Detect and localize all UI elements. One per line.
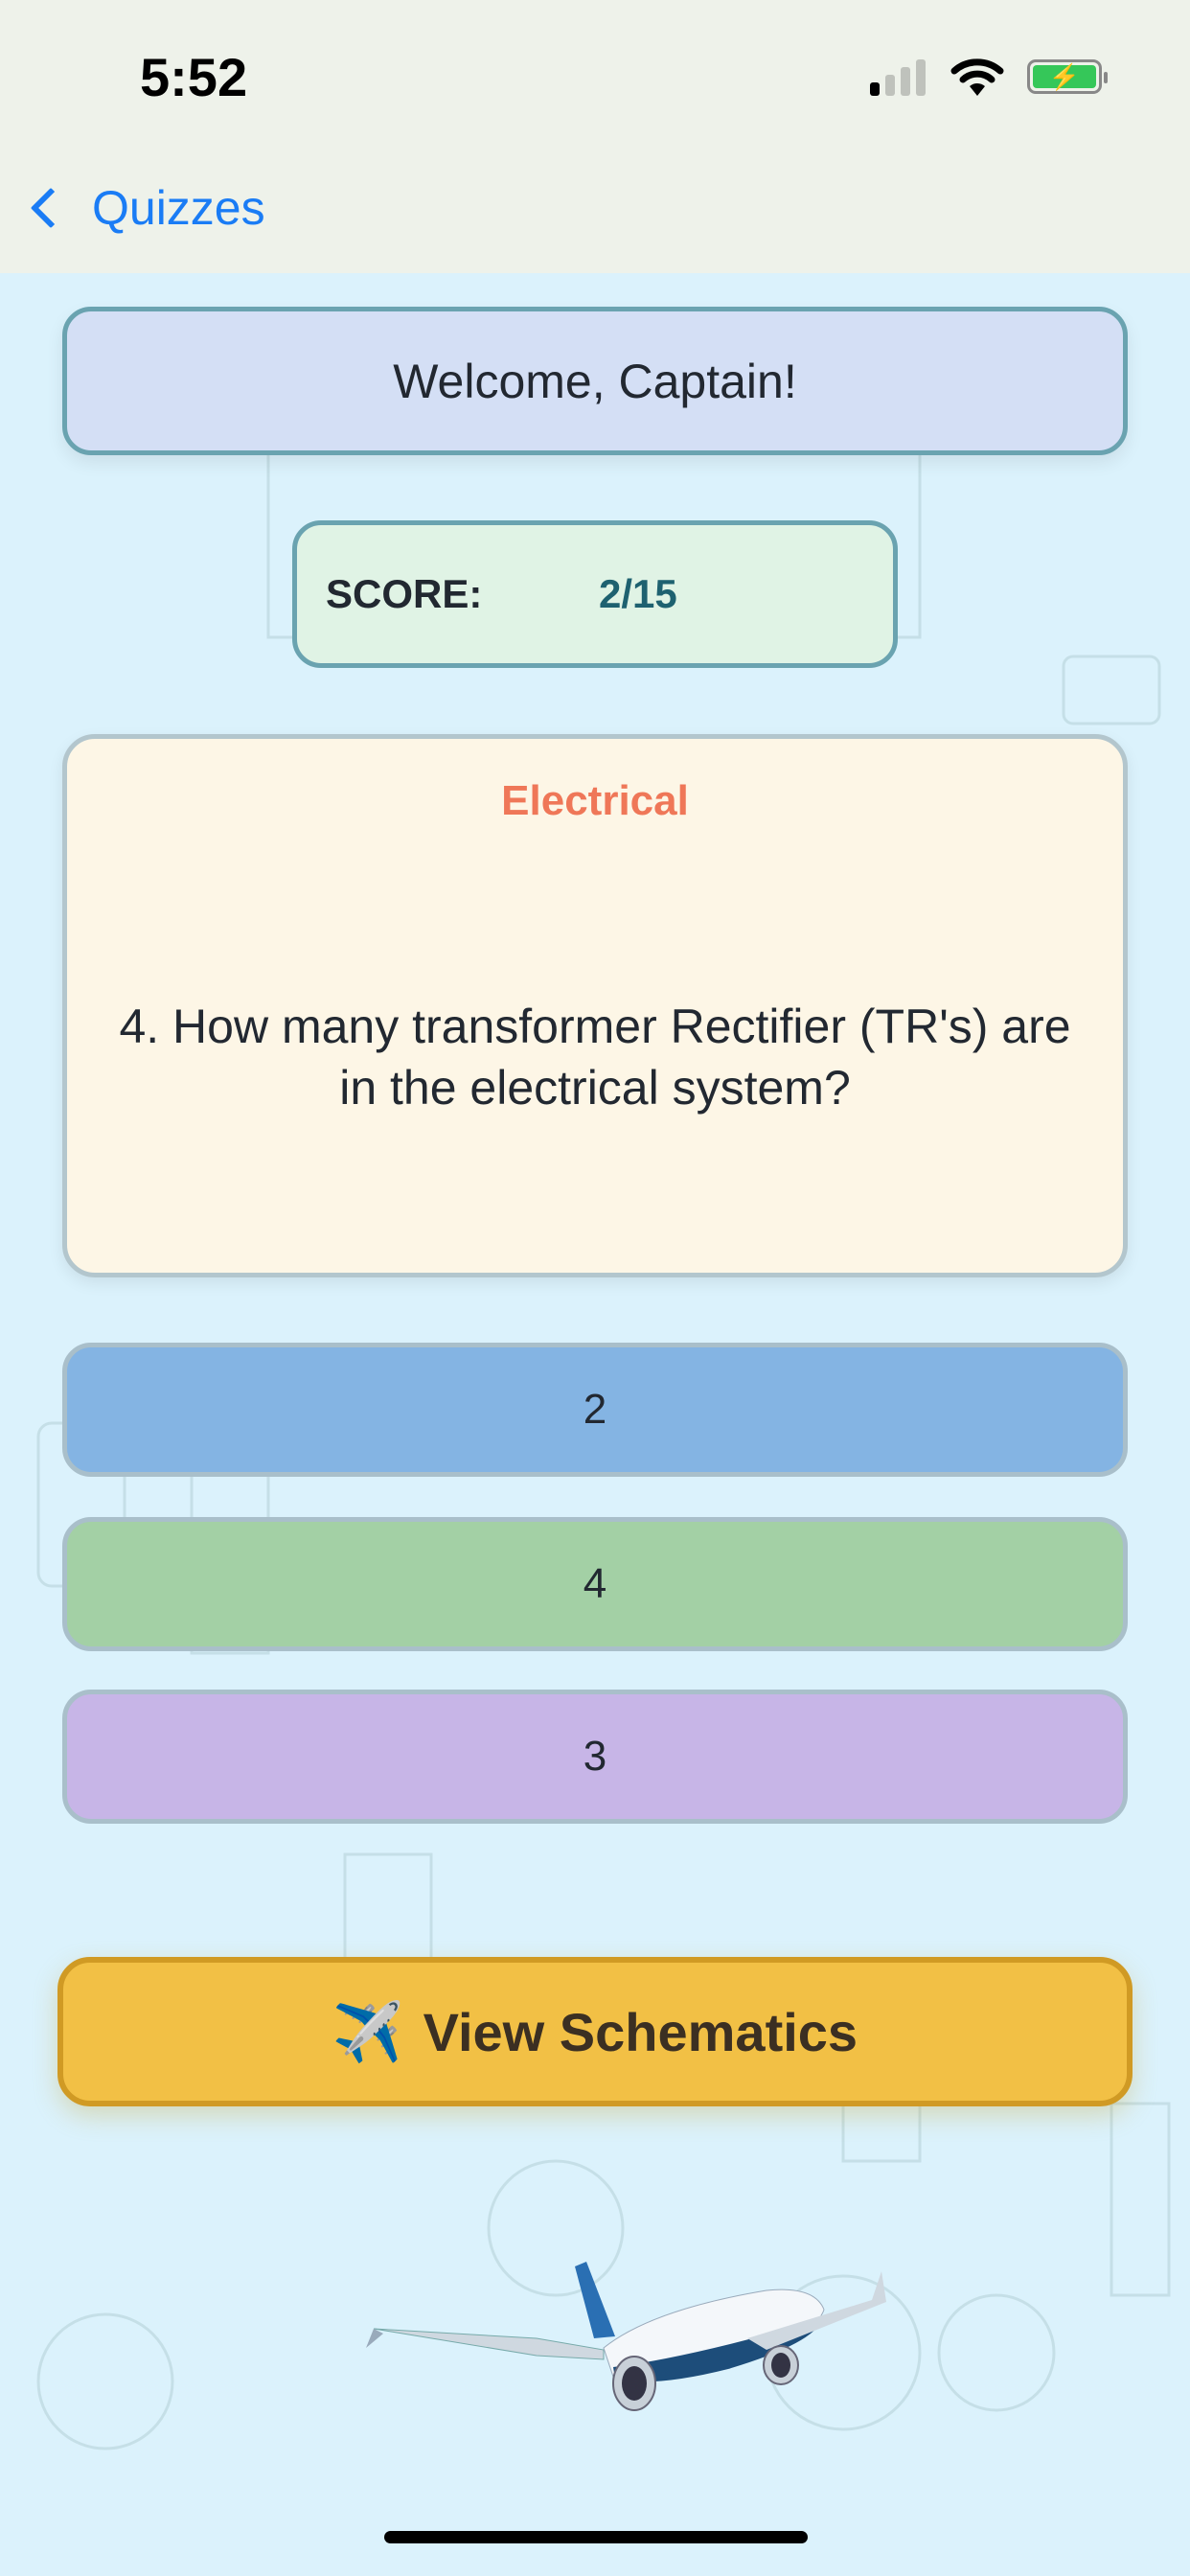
chevron-left-icon xyxy=(30,187,72,229)
view-schematics-button[interactable]: ✈️ View Schematics xyxy=(57,1957,1133,2106)
score-value: 2/15 xyxy=(599,571,677,616)
question-card: Electrical 4. How many transformer Recti… xyxy=(62,734,1128,1277)
question-text: 4. How many transformer Rectifier (TR's)… xyxy=(119,1000,1071,1115)
battery-charging-icon: ⚡ xyxy=(1027,59,1108,94)
status-bar: 5:52 ⚡ xyxy=(0,0,1190,273)
answer-button-1[interactable]: 2 xyxy=(62,1343,1128,1477)
wifi-icon xyxy=(950,58,1004,96)
answer-button-2[interactable]: 4 xyxy=(62,1517,1128,1651)
status-time: 5:52 xyxy=(140,47,248,107)
home-indicator[interactable] xyxy=(384,2531,808,2543)
airplane-icon: ✈️ xyxy=(332,1999,404,2064)
score-label: SCORE: xyxy=(326,571,483,616)
answer-button-3[interactable]: 3 xyxy=(62,1690,1128,1824)
view-schematics-label: View Schematics xyxy=(423,2001,858,2062)
back-label: Quizzes xyxy=(92,181,265,235)
question-category: Electrical xyxy=(501,777,689,824)
back-button[interactable]: Quizzes xyxy=(25,180,265,236)
cellular-signal-icon xyxy=(870,59,926,96)
airliner-image xyxy=(366,2262,886,2411)
score-box: SCORE: 2/15 xyxy=(292,520,898,668)
welcome-banner: Welcome, Captain! xyxy=(62,307,1128,455)
